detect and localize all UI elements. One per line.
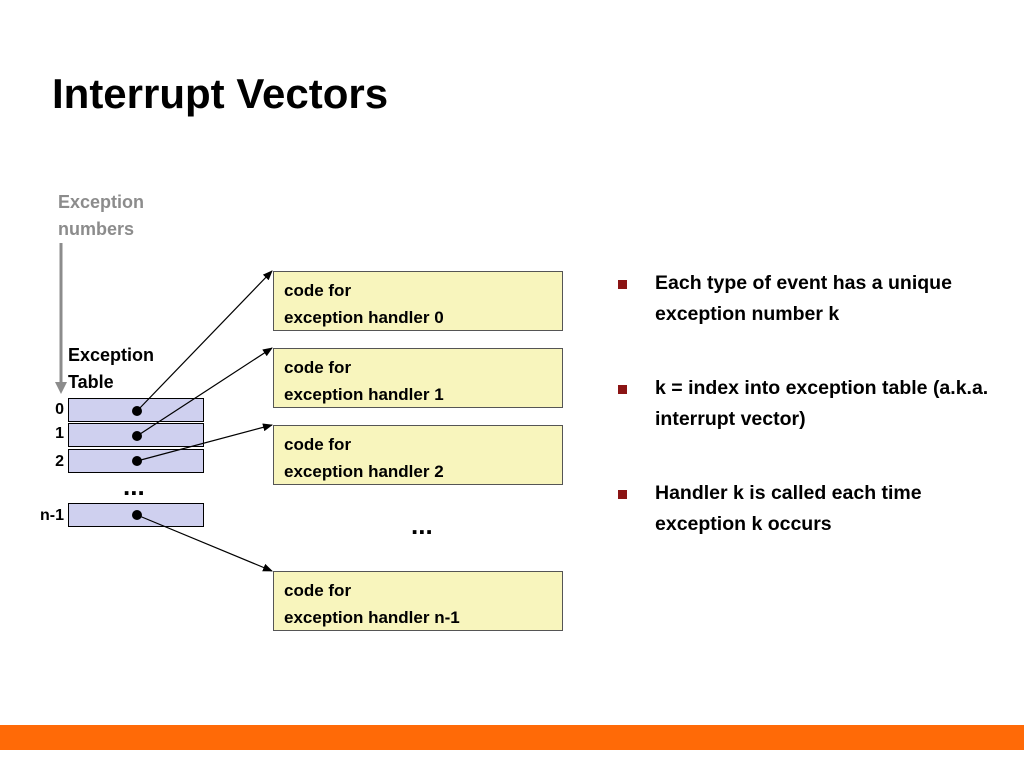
row-index-1: 1 — [55, 425, 64, 442]
bullet-text: Handler k is called each time exception … — [655, 482, 922, 535]
pointer-arrow-1 — [136, 347, 273, 437]
table-cell-2 — [68, 449, 204, 473]
row-index-0: 0 — [55, 401, 64, 418]
handler-0-line-1: code for — [284, 281, 352, 300]
bullet-item: Handler k is called each time exception … — [618, 478, 998, 540]
bullet-item: Each type of event has a unique exceptio… — [618, 268, 998, 330]
exception-table-line-1: Exception — [68, 345, 155, 365]
handler-1-line-1: code for — [284, 358, 352, 377]
bullet-item: k = index into exception table (a.k.a. i… — [618, 373, 998, 435]
handler-box-n-1: code for exception handler n-1 — [273, 571, 563, 631]
footer-bar — [0, 725, 1024, 750]
handler-box-2: code for exception handler 2 — [273, 425, 563, 485]
bullet-square-icon — [618, 280, 627, 289]
exception-numbers-label: Exception numbers — [58, 189, 144, 243]
bullet-text: Each type of event has a unique exceptio… — [655, 272, 952, 325]
handler-2-line-1: code for — [284, 435, 352, 454]
handler-box-0: code for exception handler 0 — [273, 271, 563, 331]
handler-1-line-2: exception handler 1 — [284, 385, 444, 404]
exception-numbers-line-2: numbers — [58, 219, 135, 239]
handler-n-1-line-1: code for — [284, 581, 352, 600]
handler-0-line-2: exception handler 0 — [284, 308, 444, 327]
handler-2-line-2: exception handler 2 — [284, 462, 444, 481]
bullet-list: Each type of event has a unique exceptio… — [618, 268, 998, 583]
handlers-ellipsis: ... — [411, 510, 433, 540]
slide-title: Interrupt Vectors — [52, 70, 389, 117]
row-index-2: 2 — [55, 453, 64, 470]
exception-numbers-line-1: Exception — [58, 192, 145, 212]
exception-table-line-2: Table — [68, 372, 114, 392]
bullet-square-icon — [618, 490, 627, 499]
exception-table-label: Exception Table — [68, 342, 154, 396]
handler-box-1: code for exception handler 1 — [273, 348, 563, 408]
bullet-square-icon — [618, 385, 627, 394]
handler-n-1-line-2: exception handler n-1 — [284, 608, 460, 627]
exception-numbers-arrowhead — [55, 382, 67, 394]
pointer-arrow-n-1 — [136, 514, 273, 572]
row-index-n-1: n-1 — [40, 507, 64, 524]
pointer-arrow-0 — [136, 270, 273, 412]
pointer-arrow-2 — [136, 423, 273, 462]
table-ellipsis: ... — [123, 471, 145, 501]
bullet-text: k = index into exception table (a.k.a. i… — [655, 377, 989, 430]
